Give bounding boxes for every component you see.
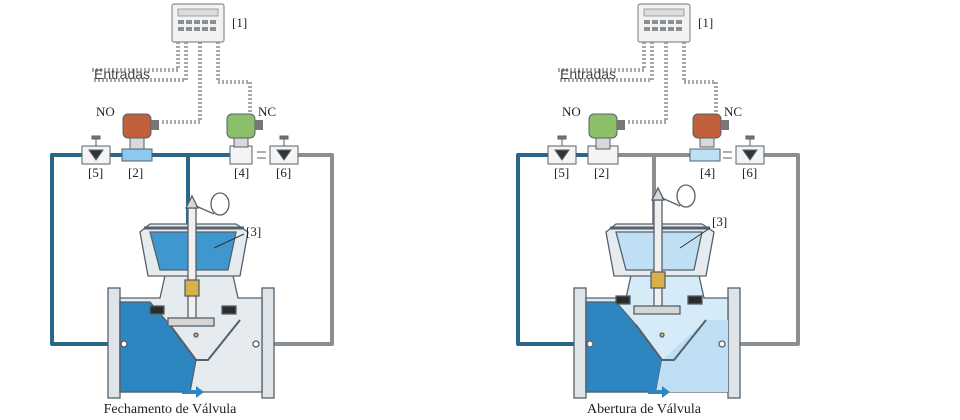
flow-arrow <box>182 386 204 398</box>
label-4: [4] <box>234 165 249 180</box>
label-1: [1] <box>698 15 713 30</box>
valve-body <box>573 184 741 399</box>
inputs-label: Entradas <box>94 66 150 82</box>
label-4: [4] <box>700 165 715 180</box>
caption-opening: Abertura de Válvula <box>586 402 702 417</box>
fittings <box>547 135 765 165</box>
inputs-label: Entradas <box>560 66 616 82</box>
fitting-4 <box>689 148 721 162</box>
label-2: [2] <box>128 165 143 180</box>
label-6: [6] <box>742 165 757 180</box>
diagram-opening: [1] Entradas NO <box>516 3 800 399</box>
solenoid-no <box>588 113 625 150</box>
flow-arrow <box>648 386 670 398</box>
fitting-2 <box>121 148 153 162</box>
label-1: [1] <box>232 15 247 30</box>
label-5: [5] <box>554 165 569 180</box>
label-3: [3] <box>712 214 727 229</box>
label-3: [3] <box>246 224 261 239</box>
controller-unit <box>637 3 691 43</box>
label-6: [6] <box>276 165 291 180</box>
caption-closing: Fechamento de Válvula <box>103 402 237 417</box>
label-5: [5] <box>88 165 103 180</box>
diagram-closing: [1] Entradas NO <box>50 3 334 399</box>
signal-wires <box>556 42 718 124</box>
valve-body <box>107 192 275 399</box>
label-no: NO <box>562 104 581 119</box>
label-nc: NC <box>258 104 276 119</box>
label-nc: NC <box>724 104 742 119</box>
fittings <box>81 135 299 165</box>
controller-unit <box>171 3 225 43</box>
fitting-4 <box>229 145 253 165</box>
label-no: NO <box>96 104 115 119</box>
label-2: [2] <box>594 165 609 180</box>
solenoid-nc <box>692 113 729 148</box>
signal-wires <box>90 42 252 124</box>
solenoid-no <box>122 113 159 150</box>
solenoid-nc <box>226 113 263 148</box>
